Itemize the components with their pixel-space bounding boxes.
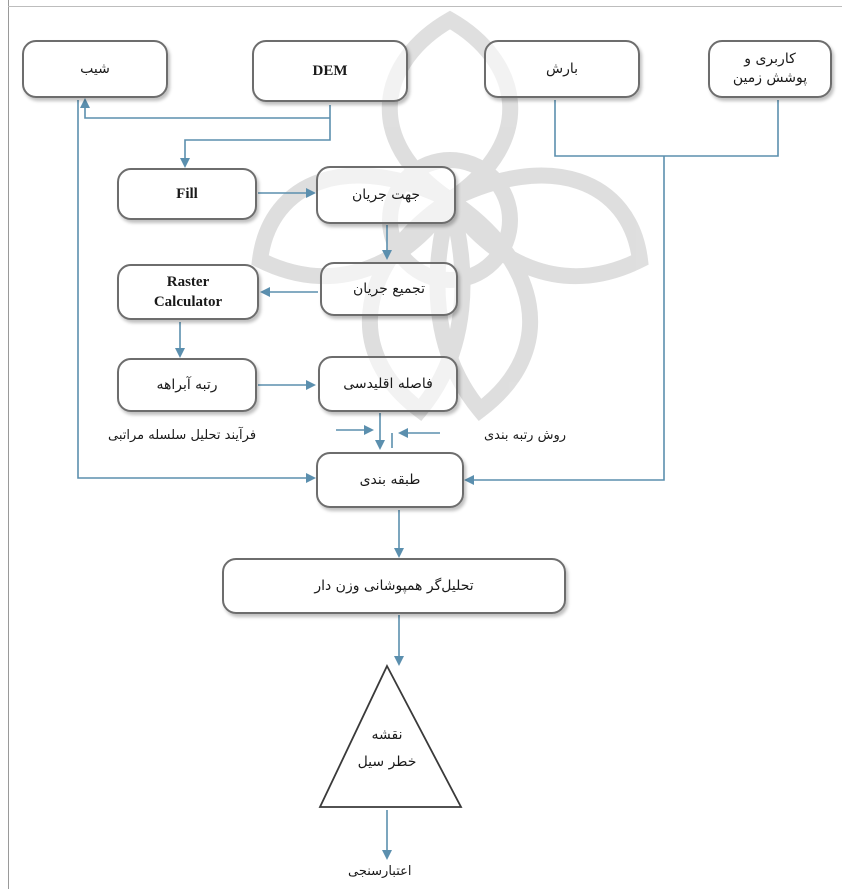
raster-calculator-label-line1: Raster (166, 273, 210, 290)
frame-left-edge (8, 0, 9, 889)
fill-box: Fill (117, 168, 257, 220)
flood-map-label-line1: نقشه (371, 727, 403, 743)
slope-box: شیب (22, 40, 168, 98)
fill-label: Fill (176, 185, 198, 202)
landuse-box: کاربری و پوشش زمین (708, 40, 832, 98)
validation-label: اعتبارسنجی (348, 864, 412, 879)
rainfall-label: بارش (546, 60, 579, 77)
euclidean-distance-box: فاصله اقلیدسی (318, 356, 458, 412)
rain-to-class-line (554, 100, 779, 157)
stream-order-label: رتبه آبراهه (156, 376, 218, 393)
ahp-note: فرآیند تحلیل سلسله مراتبی (108, 428, 256, 443)
rainfall-box: بارش (484, 40, 640, 98)
flow-accumulation-label: تجمیع جریان (353, 280, 425, 297)
flow-direction-box: جهت جریان (316, 166, 456, 224)
raster-calculator-box: Raster Calculator (117, 264, 259, 320)
classification-label: طبقه بندی (359, 471, 421, 488)
dem-box: DEM (252, 40, 408, 102)
frame-top-edge (8, 6, 842, 7)
weighted-overlay-label: تحلیل‌گر همپوشانی وزن دار (314, 577, 474, 594)
ranking-method-note-text: روش رتبه بندی (484, 428, 567, 443)
classification-box: طبقه بندی (316, 452, 464, 508)
flood-map-triangle (318, 663, 463, 808)
raster-calculator-label-line2: Calculator (153, 294, 223, 310)
euclidean-distance-label: فاصله اقلیدسی (343, 375, 433, 392)
dem-to-fill-line (180, 105, 331, 168)
landuse-merge-line (464, 156, 665, 485)
landuse-label-line2: پوشش زمین (732, 70, 808, 86)
weighted-overlay-box: تحلیل‌گر همپوشانی وزن دار (222, 558, 566, 614)
ranking-method-note: روش رتبه بندی (484, 428, 566, 443)
landuse-label-line1: کاربری و (744, 51, 796, 68)
slope-label: شیب (80, 60, 110, 77)
dem-to-slope-line (80, 98, 330, 119)
dem-label: DEM (312, 62, 348, 79)
slope-to-class-line (77, 100, 316, 483)
flood-map-label: نقشه خطر سیل (337, 722, 437, 775)
stream-order-box: رتبه آبراهه (117, 358, 257, 412)
validation-text: اعتبارسنجی (348, 864, 412, 879)
flood-map-label-line2: خطر سیل (357, 753, 417, 770)
flow-direction-label: جهت جریان (351, 186, 421, 203)
ahp-note-text: فرآیند تحلیل سلسله مراتبی (108, 428, 257, 443)
flow-accumulation-box: تجمیع جریان (320, 262, 458, 316)
